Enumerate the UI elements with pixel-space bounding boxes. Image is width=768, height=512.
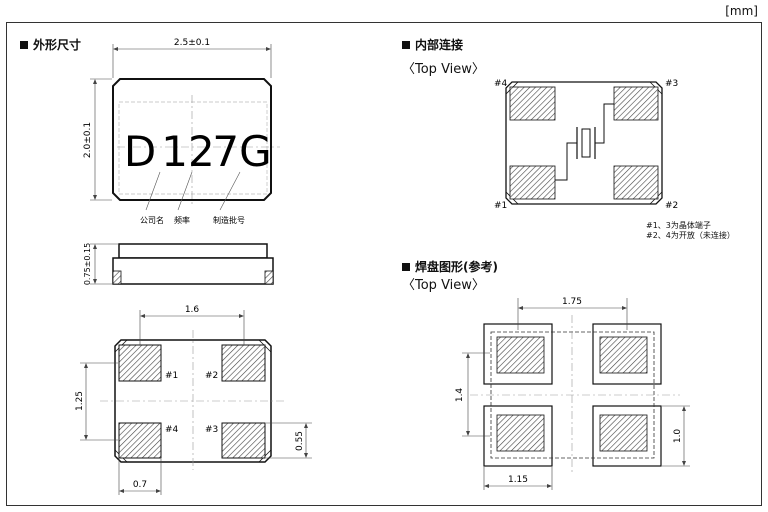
pin-label-2: #2 — [665, 201, 678, 211]
marking-company: D — [124, 127, 156, 176]
pin-label-4: #4 — [494, 79, 508, 89]
note-crystal-pins: #1、3为晶体端子 — [646, 221, 711, 230]
note-open-pins: #2、4为开放（未连接） — [646, 231, 735, 240]
top-view-label-land: 〈Top View〉 — [402, 278, 485, 293]
pad-2 — [221, 344, 266, 382]
dim-land-height: 1.0 — [673, 429, 683, 444]
pad-1 — [118, 344, 162, 382]
dim-land-pitch-y: 1.4 — [455, 388, 465, 403]
pin-label-3: #3 — [665, 79, 678, 89]
section-land-label: 焊盘图形(参考) — [415, 260, 498, 274]
dim-pad-pitch-y: 1.25 — [75, 391, 85, 411]
dim-body-width: 2.5±0.1 — [174, 38, 210, 48]
callout-lot: 制造批号 — [213, 215, 245, 225]
dim-land-pitch-x: 1.75 — [562, 297, 582, 307]
marking-lot: 7G — [212, 127, 271, 176]
dim-pad-width: 0.7 — [133, 480, 147, 490]
pad-label-1: #1 — [165, 371, 178, 381]
pad-label-3: #3 — [205, 425, 218, 435]
square-bullet-icon — [402, 263, 410, 271]
section-outline-label: 外形尺寸 — [33, 38, 82, 52]
dim-land-width: 1.15 — [508, 475, 528, 485]
top-view-label-internal: 〈Top View〉 — [402, 62, 485, 77]
package-side-view: 0.75±0.15 — [83, 243, 274, 285]
marking-frequency: 12 — [161, 127, 214, 176]
pad-3 — [221, 422, 266, 459]
drawing-frame — [6, 22, 762, 506]
unit-label: [mm] — [725, 4, 758, 18]
land-pattern-view: 1.75 1.4 1.15 1.0 — [455, 297, 690, 490]
callout-frequency: 频率 — [174, 215, 190, 225]
dim-body-height: 2.0±0.1 — [83, 122, 93, 158]
package-bottom-view: #1 #2 #4 #3 1.6 1.25 0.7 0.55 — [75, 305, 312, 495]
callout-company: 公司名 — [140, 215, 164, 225]
pad-4 — [118, 422, 162, 459]
package-top-view: D 12 7G 公司名 频率 制造批号 2.5±0.1 2.0±0.1 — [83, 38, 280, 225]
dim-pad-height: 0.55 — [295, 431, 305, 451]
section-land-heading: 焊盘图形(参考) — [402, 258, 498, 275]
section-internal-heading: 内部连接 — [402, 36, 463, 53]
internal-connection-view: #4 #3 #1 #2 — [494, 79, 678, 211]
square-bullet-icon — [402, 41, 410, 49]
pin-label-1: #1 — [494, 201, 507, 211]
pad-label-2: #2 — [205, 371, 218, 381]
section-outline-heading: 外形尺寸 — [20, 36, 81, 53]
section-internal-label: 内部连接 — [415, 38, 464, 52]
square-bullet-icon — [20, 41, 28, 49]
dim-pad-pitch-x: 1.6 — [185, 305, 200, 315]
dim-thickness: 0.75±0.15 — [83, 243, 92, 285]
pad-label-4: #4 — [165, 425, 179, 435]
